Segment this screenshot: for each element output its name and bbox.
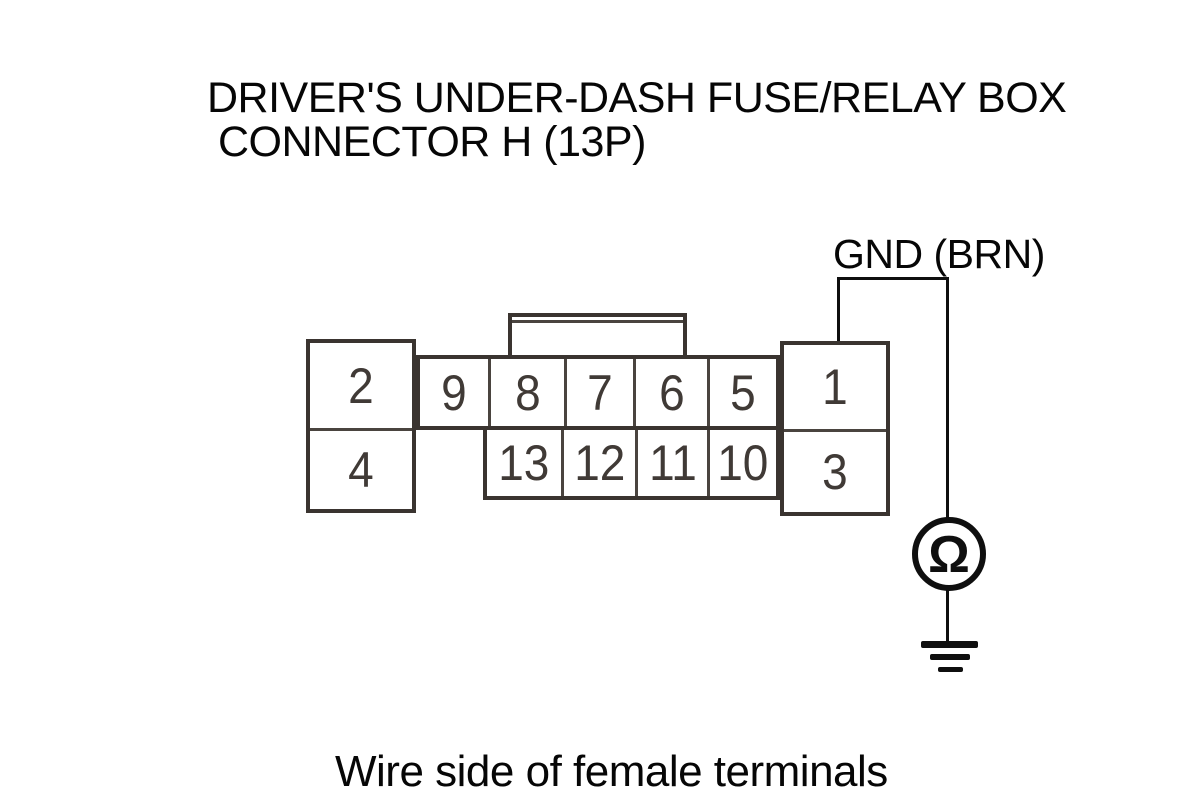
connector-left-block: 2 4 (306, 339, 416, 513)
wire-segment-horizontal (837, 277, 949, 280)
pin-number-4: 4 (348, 442, 374, 498)
latch-tab-inner-line (512, 320, 683, 323)
wire-segment-pin1-up (837, 277, 840, 341)
pin-number-2: 2 (348, 357, 374, 414)
diagram-caption: Wire side of female terminals (335, 747, 888, 796)
pin-number-13: 13 (498, 435, 550, 491)
connector-top-row: 9 8 7 6 5 (416, 355, 780, 430)
pin-cell-12: 12 (561, 430, 635, 496)
pin-number-9: 9 (441, 364, 467, 421)
wire-segment-down-to-meter (946, 277, 949, 518)
pin-number-5: 5 (730, 364, 756, 421)
ground-icon-bar-3 (938, 667, 963, 672)
pin-cell-10: 10 (707, 430, 776, 496)
pin-cell-11: 11 (635, 430, 707, 496)
pin-cell-6: 6 (633, 359, 707, 426)
pin-number-12: 12 (573, 435, 626, 491)
connector-right-block: 1 3 (780, 341, 890, 516)
pin-cell-2: 2 (310, 343, 412, 428)
pin-cell-8: 8 (488, 359, 564, 426)
pin-number-10: 10 (717, 435, 769, 491)
ground-icon-bar-2 (930, 654, 970, 660)
pin-number-8: 8 (514, 364, 541, 421)
pin-cell-3: 3 (784, 429, 886, 512)
pin-number-6: 6 (658, 364, 685, 421)
connector-bottom-row: 13 12 11 10 (483, 426, 780, 500)
title-line-2: CONNECTOR H (13P) (218, 118, 646, 166)
pin-cell-5: 5 (707, 359, 776, 426)
pin-number-1: 1 (822, 359, 848, 415)
pin-cell-9: 9 (420, 359, 488, 426)
pin-cell-1: 1 (784, 345, 886, 429)
pin-number-3: 3 (822, 444, 848, 500)
pin-number-7: 7 (587, 364, 613, 421)
omega-symbol: Ω (928, 526, 970, 584)
title-line-1: DRIVER'S UNDER-DASH FUSE/RELAY BOX (207, 74, 1067, 122)
pin-number-11: 11 (648, 435, 697, 491)
pin-cell-13: 13 (487, 430, 561, 496)
connector-latch-tab (508, 313, 687, 355)
ground-wire-label: GND (BRN) (833, 231, 1045, 277)
pin-cell-7: 7 (564, 359, 633, 426)
ohmmeter-icon: Ω (912, 517, 986, 591)
ground-icon (921, 641, 978, 648)
pin-cell-4: 4 (310, 428, 412, 509)
diagram-title: DRIVER'S UNDER-DASH FUSE/RELAY BOX CONNE… (207, 74, 1067, 166)
wire-segment-meter-to-ground (946, 590, 949, 643)
